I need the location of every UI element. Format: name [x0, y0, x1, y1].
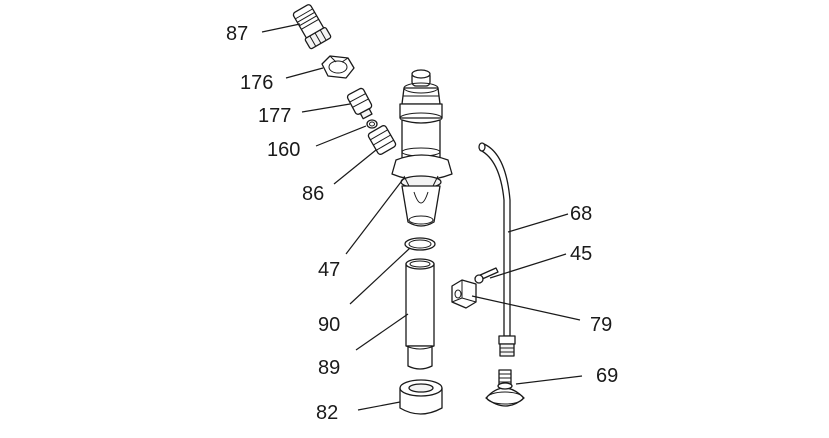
leader-87 — [261, 23, 301, 33]
part-47-pump-body — [391, 69, 453, 227]
callout-86: 86 — [302, 183, 324, 205]
part-160-oring — [366, 119, 378, 129]
leader-69 — [515, 375, 583, 385]
callout-87: 87 — [226, 23, 248, 45]
part-69-strainer — [485, 369, 525, 407]
leader-160 — [315, 125, 367, 147]
part-87-fitting — [292, 4, 332, 50]
callout-176: 176 — [240, 72, 273, 94]
callout-labels: 87 176 177 160 86 47 90 89 82 68 45 79 6… — [226, 23, 618, 424]
part-177-fitting — [346, 87, 373, 120]
part-90-oring — [404, 237, 436, 251]
leader-lines — [261, 23, 583, 411]
part-79-clip — [451, 279, 477, 309]
part-68-tube — [478, 142, 516, 357]
leader-86 — [333, 149, 377, 185]
callout-47: 47 — [318, 259, 340, 281]
callout-177: 177 — [258, 105, 291, 127]
callout-45: 45 — [570, 243, 592, 265]
part-86-adapter — [367, 125, 397, 155]
callout-82: 82 — [316, 402, 338, 424]
leader-176 — [285, 67, 324, 79]
callout-90: 90 — [318, 314, 340, 336]
leader-45 — [489, 253, 567, 279]
leader-89 — [355, 313, 409, 351]
callout-69: 69 — [596, 365, 618, 387]
leader-68 — [507, 213, 569, 233]
callout-160: 160 — [267, 139, 300, 161]
part-176-hex-nut — [321, 55, 355, 79]
callout-68: 68 — [570, 203, 592, 225]
leader-47 — [345, 177, 405, 255]
leader-82 — [357, 401, 401, 411]
part-45-screw — [474, 267, 499, 284]
leader-79 — [471, 295, 581, 321]
part-82-base-cup — [399, 379, 443, 415]
part-89-sleeve — [405, 258, 435, 370]
callout-79: 79 — [590, 314, 612, 336]
leader-90 — [349, 247, 411, 305]
leader-177 — [301, 103, 351, 113]
callout-89: 89 — [318, 357, 340, 379]
